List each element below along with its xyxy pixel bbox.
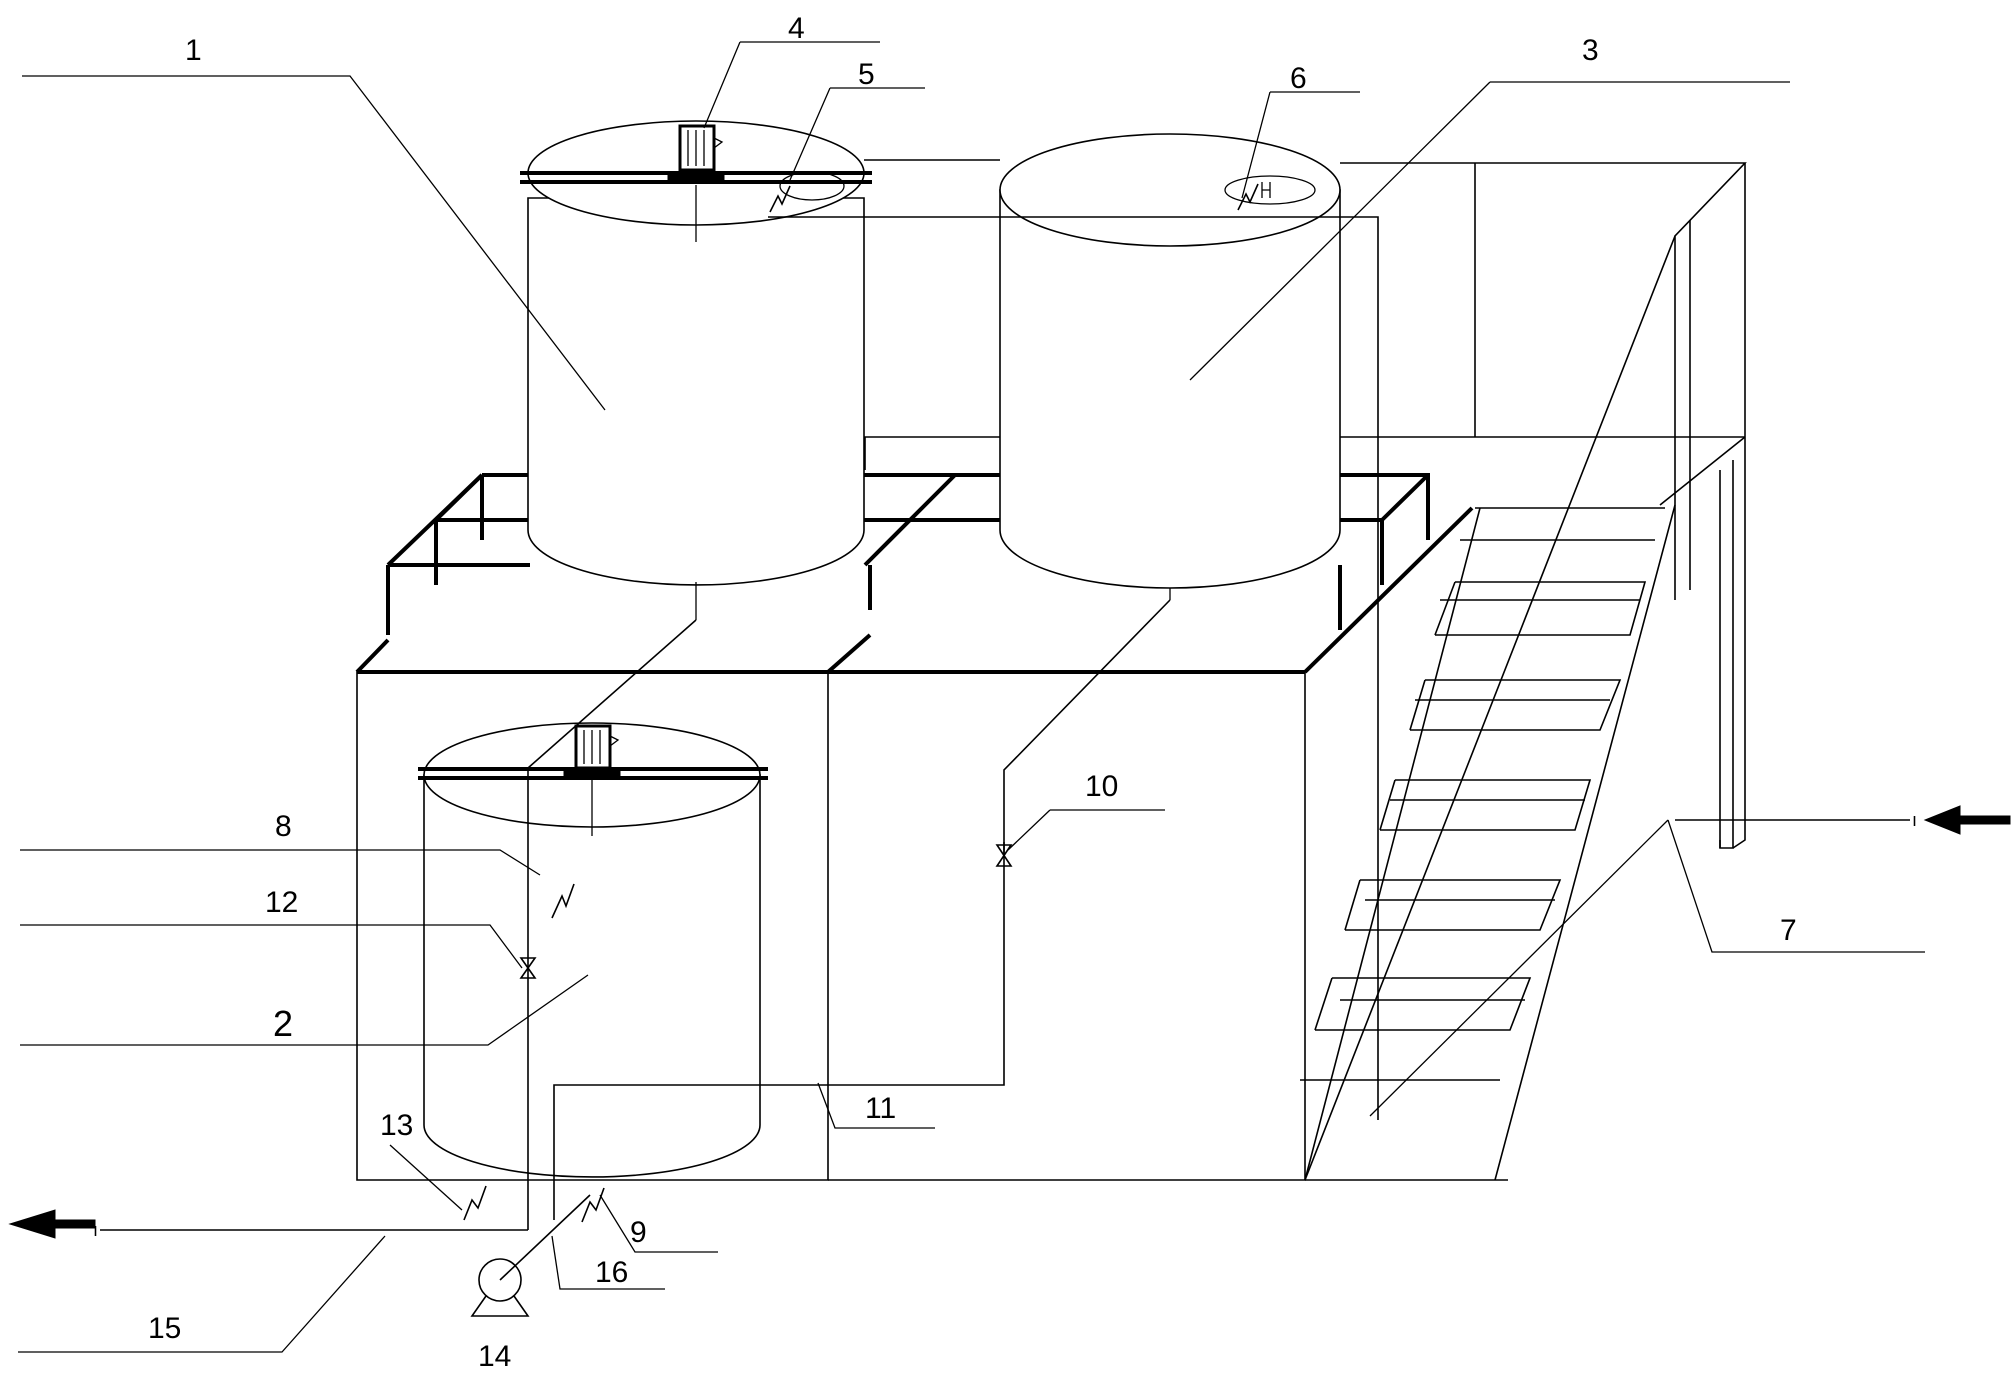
- support-frame: [1340, 162, 1747, 849]
- callout-9: 9: [630, 1216, 647, 1249]
- transfer-pipe-5: [768, 159, 1379, 1120]
- pump-14: [470, 1194, 591, 1317]
- callout-2: 2: [273, 1003, 293, 1044]
- check-valve-8: [551, 883, 575, 919]
- inlet-arrow: ı: [1675, 805, 2011, 835]
- tank-1: [520, 120, 872, 620]
- motor-tank-2: [563, 724, 621, 779]
- leader-lines: [18, 41, 1925, 1353]
- inlet-mark: ı: [1912, 810, 1917, 830]
- callout-4: 4: [788, 12, 805, 45]
- base-platform: [355, 506, 1508, 1181]
- callout-labels: 1 2 3 4 5 6 7 8 9 10 11 12 13 14 15 16: [148, 12, 1797, 1373]
- tank-3: [999, 133, 1341, 600]
- staircase: [1300, 235, 1676, 1181]
- callout-7: 7: [1780, 914, 1797, 947]
- gate-valve-12: [519, 957, 537, 979]
- callout-13: 13: [380, 1109, 413, 1142]
- callout-5: 5: [858, 58, 875, 91]
- pipe-8-12: [442, 619, 697, 1231]
- callout-8: 8: [275, 810, 292, 843]
- check-valve-6: [1237, 182, 1271, 211]
- callout-3: 3: [1582, 34, 1599, 67]
- guardrail: [386, 436, 1745, 635]
- outlet-mark: ı: [93, 1220, 98, 1240]
- callout-14: 14: [478, 1340, 511, 1373]
- tank-2: [418, 722, 768, 1178]
- gate-valve-10: [995, 844, 1013, 867]
- callout-1: 1: [185, 34, 202, 67]
- callout-6: 6: [1290, 62, 1307, 95]
- check-valve-13: [463, 1185, 487, 1221]
- check-valve-9: [581, 1187, 605, 1223]
- callout-12: 12: [265, 886, 298, 919]
- motor-4: [667, 124, 725, 183]
- callout-16: 16: [595, 1256, 628, 1289]
- callout-15: 15: [148, 1312, 181, 1345]
- check-valve-5: [769, 185, 791, 213]
- callout-11: 11: [865, 1092, 896, 1125]
- outlet-arrow: ı: [8, 1209, 442, 1240]
- callout-10: 10: [1085, 770, 1118, 803]
